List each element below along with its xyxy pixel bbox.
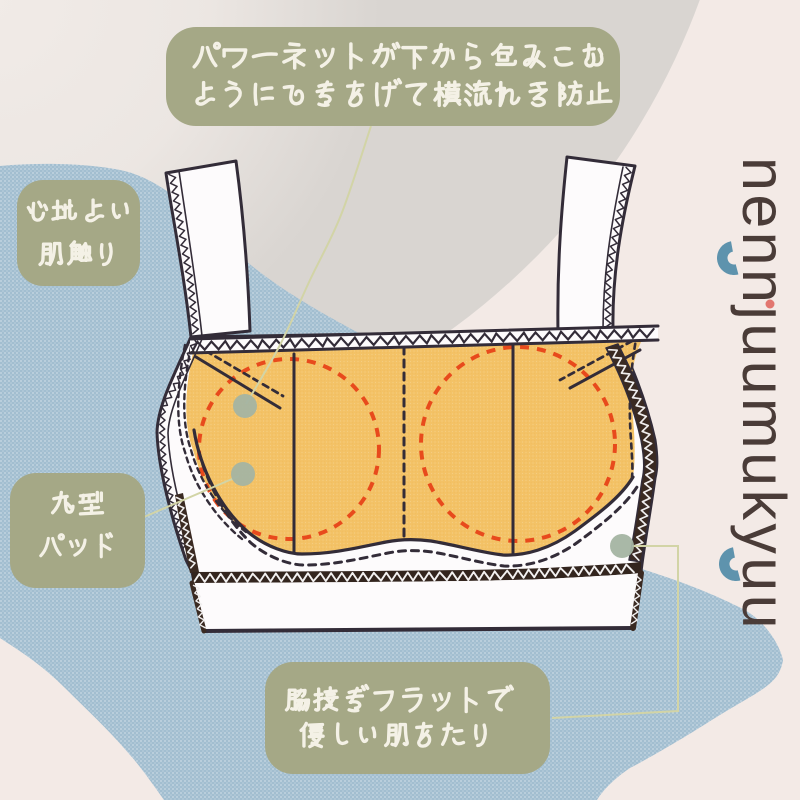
svg-text:nennȷuumukyuu: nennȷuumukyuu bbox=[730, 157, 798, 632]
